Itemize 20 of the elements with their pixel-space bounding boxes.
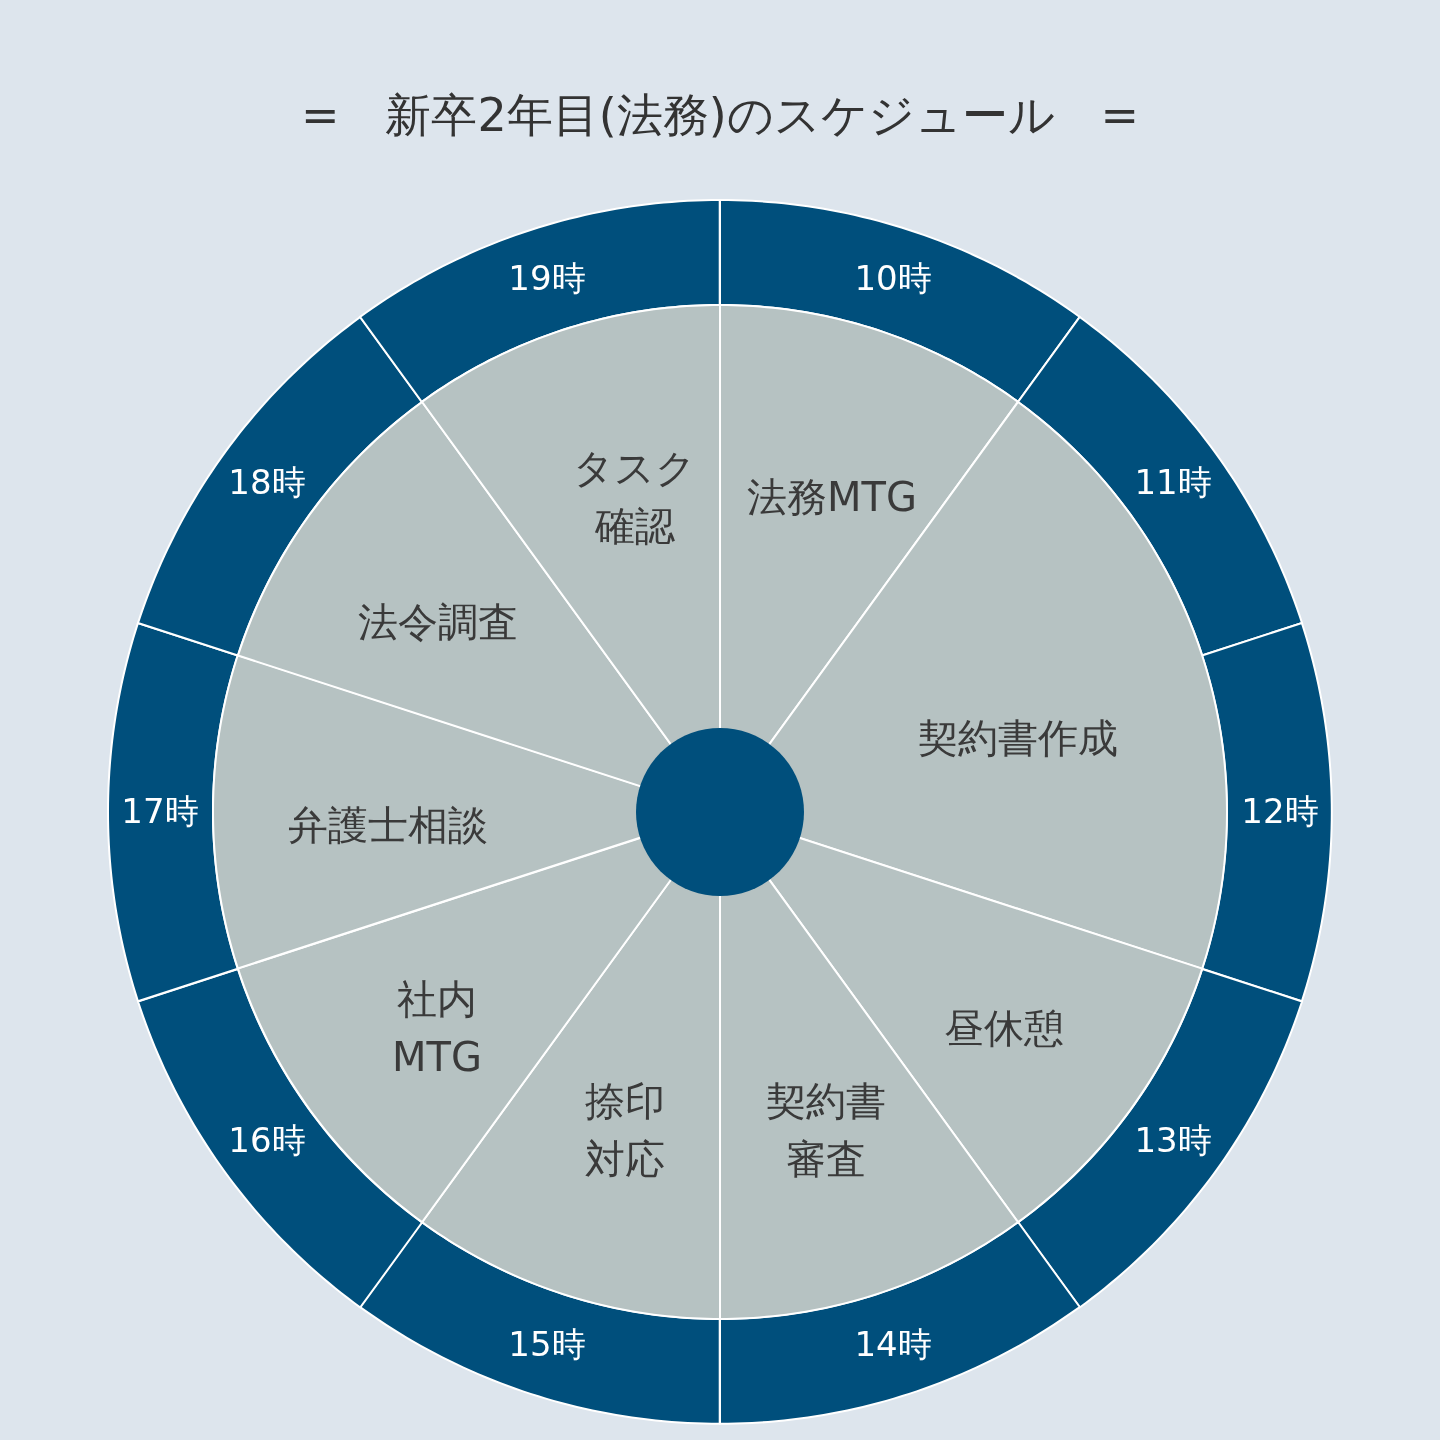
hour-label: 11時 <box>1134 461 1212 505</box>
hour-label: 15時 <box>508 1322 586 1366</box>
hour-label: 17時 <box>121 790 199 834</box>
activity-label: 契約書作成 <box>917 714 1119 763</box>
hour-label: 12時 <box>1241 790 1319 834</box>
hour-label: 13時 <box>1134 1119 1212 1163</box>
hour-label: 16時 <box>228 1119 306 1163</box>
activity-label: 法令調査 <box>357 598 519 647</box>
hour-label: 10時 <box>854 257 932 301</box>
activity-label: 法務MTG <box>746 473 918 522</box>
hour-label: 14時 <box>854 1322 932 1366</box>
activity-label: タスク確認 <box>572 444 698 551</box>
activity-label: 契約書審査 <box>765 1077 887 1184</box>
activity-label: 捺印対応 <box>584 1077 666 1184</box>
hour-label: 18時 <box>228 461 306 505</box>
hour-label: 19時 <box>508 257 586 301</box>
activity-label: 社内MTG <box>391 975 483 1082</box>
activity-label: 昼休憩 <box>943 1004 1065 1053</box>
title: = 新卒2年目(法務)のスケジュール = <box>299 87 1141 144</box>
activity-label: 弁護士相談 <box>287 801 489 850</box>
